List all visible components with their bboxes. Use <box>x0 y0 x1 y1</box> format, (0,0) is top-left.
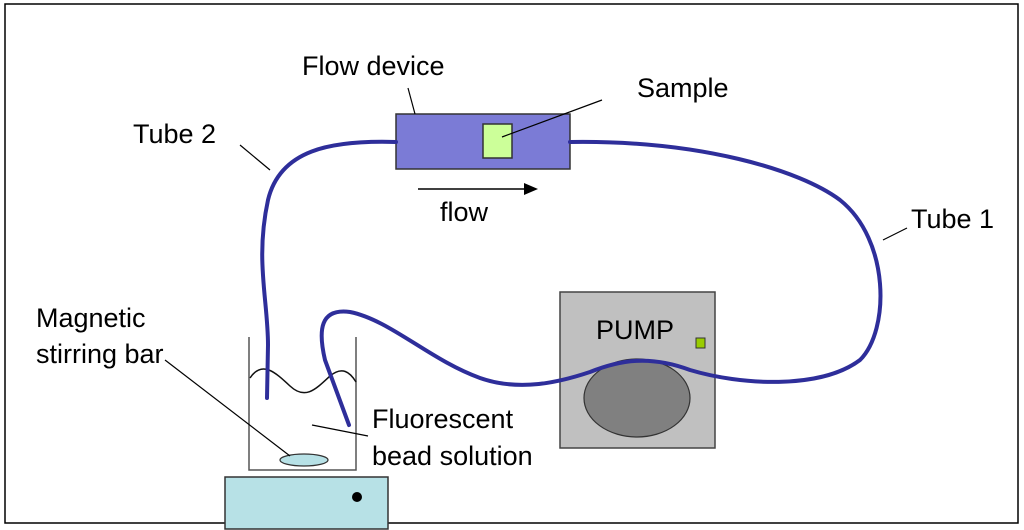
pump-roller <box>583 358 691 438</box>
stirrer-plate <box>224 476 389 530</box>
label-tube2: Tube 2 <box>133 119 216 149</box>
leader-sample <box>501 99 603 138</box>
leader-flow-device <box>407 87 416 115</box>
tube-2 <box>260 139 398 400</box>
label-sample: Sample <box>637 73 729 103</box>
label-solution-2: bead solution <box>372 441 533 471</box>
label-solution-1: Fluorescent <box>372 404 514 434</box>
beaker <box>248 337 357 471</box>
leader-magnetic <box>164 359 291 457</box>
leader-tube2 <box>239 144 271 171</box>
frame <box>4 3 1019 524</box>
label-magnetic-1: Magnetic <box>36 303 146 333</box>
stirring-bar <box>279 453 329 467</box>
sample <box>482 123 513 159</box>
tube-1 <box>319 139 883 427</box>
stirrer-knob <box>352 492 362 502</box>
label-flow: flow <box>440 197 489 227</box>
flow-arrow-head <box>524 183 538 195</box>
label-magnetic-2: stirring bar <box>36 339 164 369</box>
label-pump: PUMP <box>596 315 674 345</box>
label-tube1: Tube 1 <box>911 204 994 234</box>
leader-tube1 <box>882 227 908 241</box>
leader-solution <box>311 424 369 437</box>
label-flow-device: Flow device <box>302 51 445 81</box>
pump-indicator-light <box>695 337 706 349</box>
